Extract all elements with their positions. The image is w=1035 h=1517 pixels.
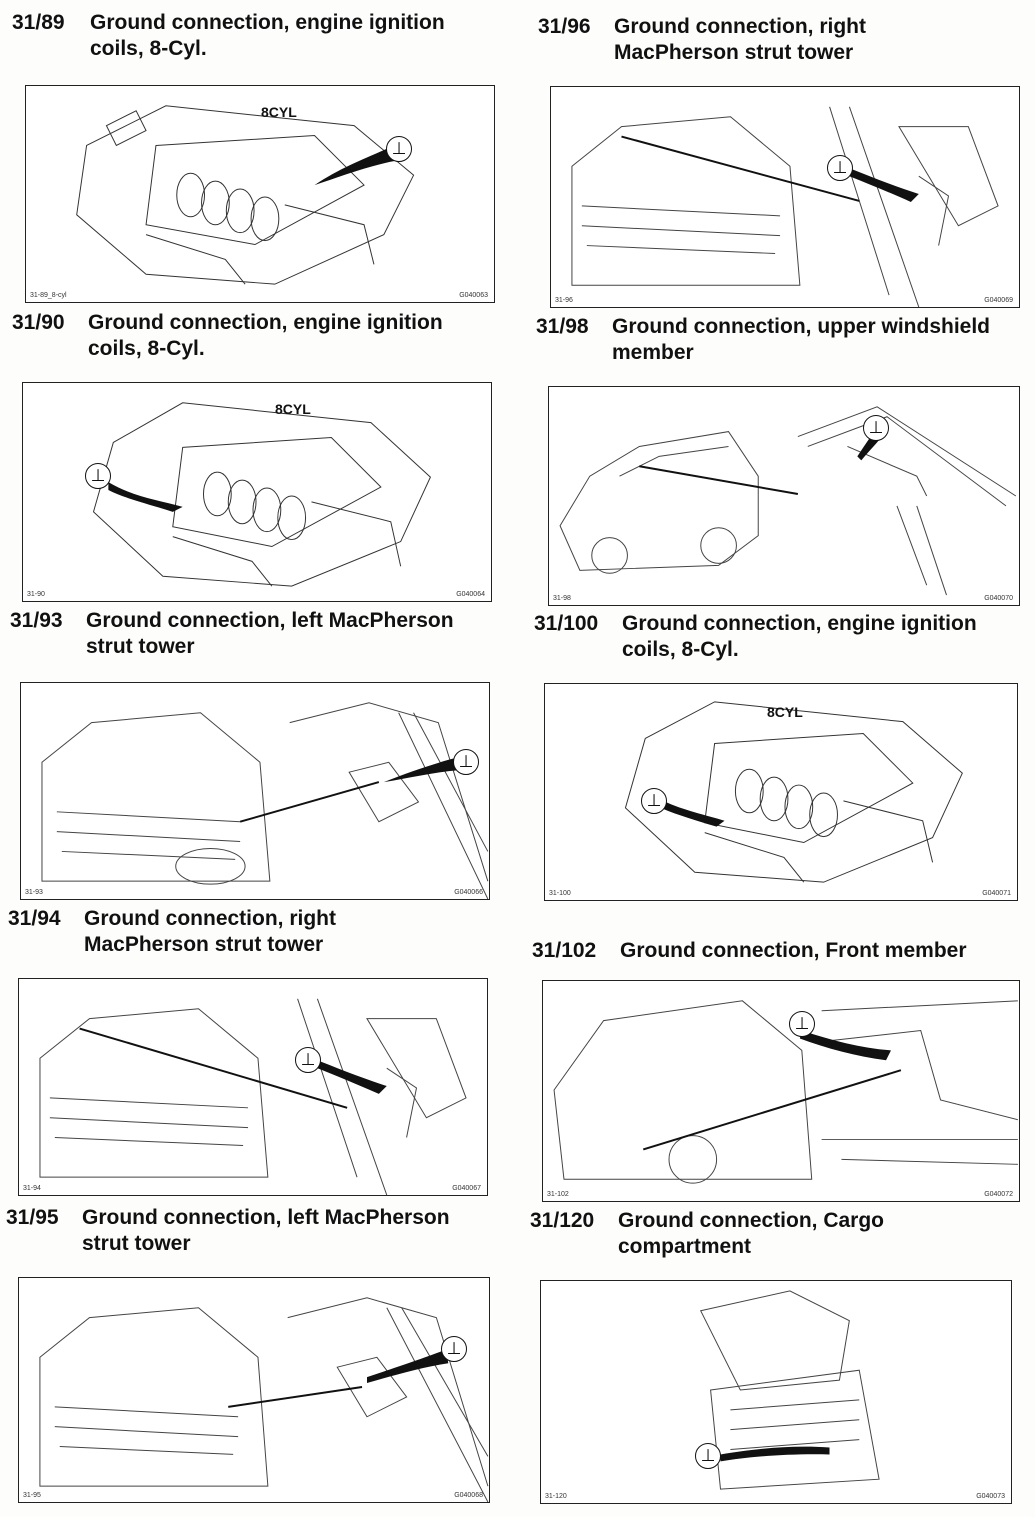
figure-engine-8cyl: 8CYL ⊥ 31-100 G040071 xyxy=(544,683,1018,901)
entry-31-100: 31/100 Ground connection, engine ignitio… xyxy=(534,611,1028,907)
figure-id: 31-98 xyxy=(553,595,571,602)
figure-cargo-compartment: ⊥ 31-120 G040073 xyxy=(540,1280,1012,1504)
ground-symbol-icon: ⊥ xyxy=(789,1011,815,1037)
vehicle-front-illustration xyxy=(41,702,489,899)
entry-code: 31/89 xyxy=(12,11,65,34)
engine-variant-label: 8CYL xyxy=(261,104,297,120)
entry-header: 31/89 Ground connection, engine ignition… xyxy=(12,10,512,70)
entry-header: 31/93 Ground connection, left MacPherson… xyxy=(10,608,510,668)
entry-code: 31/102 xyxy=(532,939,597,962)
figure-left-strut-tower: ⊥ 31-95 G040068 xyxy=(18,1277,490,1503)
entry-header: 31/102 Ground connection, Front member xyxy=(532,938,1028,972)
entry-31-102: 31/102 Ground connection, Front member ⊥… xyxy=(532,938,1028,1210)
figure-id: 31-93 xyxy=(25,889,43,896)
ground-symbol-icon: ⊥ xyxy=(295,1047,321,1073)
entry-31-90: 31/90 Ground connection, engine ignition… xyxy=(12,310,512,608)
figure-right-strut-tower: ⊥ 31-94 G040067 xyxy=(18,978,488,1196)
figure-ref: G040071 xyxy=(982,890,1011,897)
entry-31-98: 31/98 Ground connection, upper windshiel… xyxy=(536,314,1028,610)
engine-illustration xyxy=(624,701,963,883)
figure-windshield-member: ⊥ 31-98 G040070 xyxy=(548,386,1020,606)
entry-31-89: 31/89 Ground connection, engine ignition… xyxy=(12,10,512,310)
entry-31-93: 31/93 Ground connection, left MacPherson… xyxy=(10,608,510,906)
vehicle-front-illustration xyxy=(571,106,999,307)
vehicle-front-illustration xyxy=(39,998,467,1195)
entry-code: 31/95 xyxy=(6,1206,59,1229)
figure-id: 31-90 xyxy=(27,591,45,598)
entry-header: 31/95 Ground connection, left MacPherson… xyxy=(6,1205,506,1265)
figure-ref: G040066 xyxy=(454,889,483,896)
vehicle-side-illustration xyxy=(559,406,1017,596)
vehicle-rear-illustration xyxy=(699,1290,880,1490)
figure-ref: G040063 xyxy=(459,292,488,299)
entry-header: 31/94 Ground connection, right MacPherso… xyxy=(8,906,508,966)
engine-illustration xyxy=(76,105,415,285)
engine-variant-label: 8CYL xyxy=(767,704,803,720)
entry-code: 31/100 xyxy=(534,612,599,635)
ground-symbol-icon: ⊥ xyxy=(695,1443,721,1469)
entry-31-96: 31/96 Ground connection, right MacPherso… xyxy=(538,14,1028,314)
entry-title: Ground connection, Cargo compartment xyxy=(618,1209,884,1258)
ground-symbol-icon: ⊥ xyxy=(827,155,853,181)
ground-symbol-icon: ⊥ xyxy=(863,415,889,441)
figure-id: 31-102 xyxy=(547,1191,569,1198)
figure-id: 31-94 xyxy=(23,1185,41,1192)
ground-symbol-icon: ⊥ xyxy=(441,1336,467,1362)
figure-id: 31-89_8-cyl xyxy=(30,292,67,299)
entry-31-94: 31/94 Ground connection, right MacPherso… xyxy=(8,906,508,1202)
figure-id: 31-100 xyxy=(549,890,571,897)
entry-title: Ground connection, engine ignition coils… xyxy=(622,612,977,661)
entry-title: Ground connection, Front member xyxy=(620,939,967,962)
entry-header: 31/98 Ground connection, upper windshiel… xyxy=(536,314,1028,374)
figure-right-strut-tower: ⊥ 31-96 G040069 xyxy=(550,86,1020,308)
entry-31-95: 31/95 Ground connection, left MacPherson… xyxy=(6,1205,506,1510)
engine-illustration xyxy=(92,402,432,587)
entry-title: Ground connection, engine ignition coils… xyxy=(90,11,445,60)
figure-id: 31-95 xyxy=(23,1492,41,1499)
entry-31-120: 31/120 Ground connection, Cargo compartm… xyxy=(530,1208,1028,1508)
entry-code: 31/90 xyxy=(12,311,65,334)
ground-symbol-icon: ⊥ xyxy=(453,749,479,775)
ground-symbol-icon: ⊥ xyxy=(386,136,412,162)
figure-id: 31-96 xyxy=(555,297,573,304)
figure-id: 31-120 xyxy=(545,1493,567,1500)
entry-title: Ground connection, left MacPherson strut… xyxy=(82,1206,450,1255)
entry-code: 31/98 xyxy=(536,315,589,338)
entry-title: Ground connection, upper windshield memb… xyxy=(612,315,990,364)
ground-symbol-icon: ⊥ xyxy=(85,463,111,489)
figure-front-member: ⊥ 31-102 G040072 xyxy=(542,980,1020,1202)
entry-title: Ground connection, right MacPherson stru… xyxy=(614,15,866,64)
figure-engine-8cyl: 8CYL ⊥ 31-89_8-cyl G040063 xyxy=(25,85,495,303)
entry-header: 31/90 Ground connection, engine ignition… xyxy=(12,310,512,370)
vehicle-front-illustration xyxy=(39,1297,489,1502)
figure-ref: G040070 xyxy=(984,595,1013,602)
entry-title: Ground connection, right MacPherson stru… xyxy=(84,907,336,956)
figure-ref: G040069 xyxy=(984,297,1013,304)
entry-code: 31/94 xyxy=(8,907,61,930)
ground-symbol-icon: ⊥ xyxy=(641,788,667,814)
entry-header: 31/96 Ground connection, right MacPherso… xyxy=(538,14,1028,74)
figure-ref: G040068 xyxy=(454,1492,483,1499)
entry-header: 31/100 Ground connection, engine ignitio… xyxy=(534,611,1028,671)
figure-ref: G040067 xyxy=(452,1185,481,1192)
entry-code: 31/93 xyxy=(10,609,63,632)
entry-title: Ground connection, engine ignition coils… xyxy=(88,311,443,360)
figure-left-strut-tower: ⊥ 31-93 G040066 xyxy=(20,682,490,900)
entry-code: 31/96 xyxy=(538,15,591,38)
figure-ref: G040073 xyxy=(976,1493,1005,1500)
figure-engine-8cyl: 8CYL ⊥ 31-90 G040064 xyxy=(22,382,492,602)
entry-title: Ground connection, left MacPherson strut… xyxy=(86,609,454,658)
figure-ref: G040064 xyxy=(456,591,485,598)
vehicle-front-illustration xyxy=(553,1000,1018,1184)
figure-ref: G040072 xyxy=(984,1191,1013,1198)
entry-code: 31/120 xyxy=(530,1209,595,1232)
entry-header: 31/120 Ground connection, Cargo compartm… xyxy=(530,1208,1028,1268)
engine-variant-label: 8CYL xyxy=(275,401,311,417)
